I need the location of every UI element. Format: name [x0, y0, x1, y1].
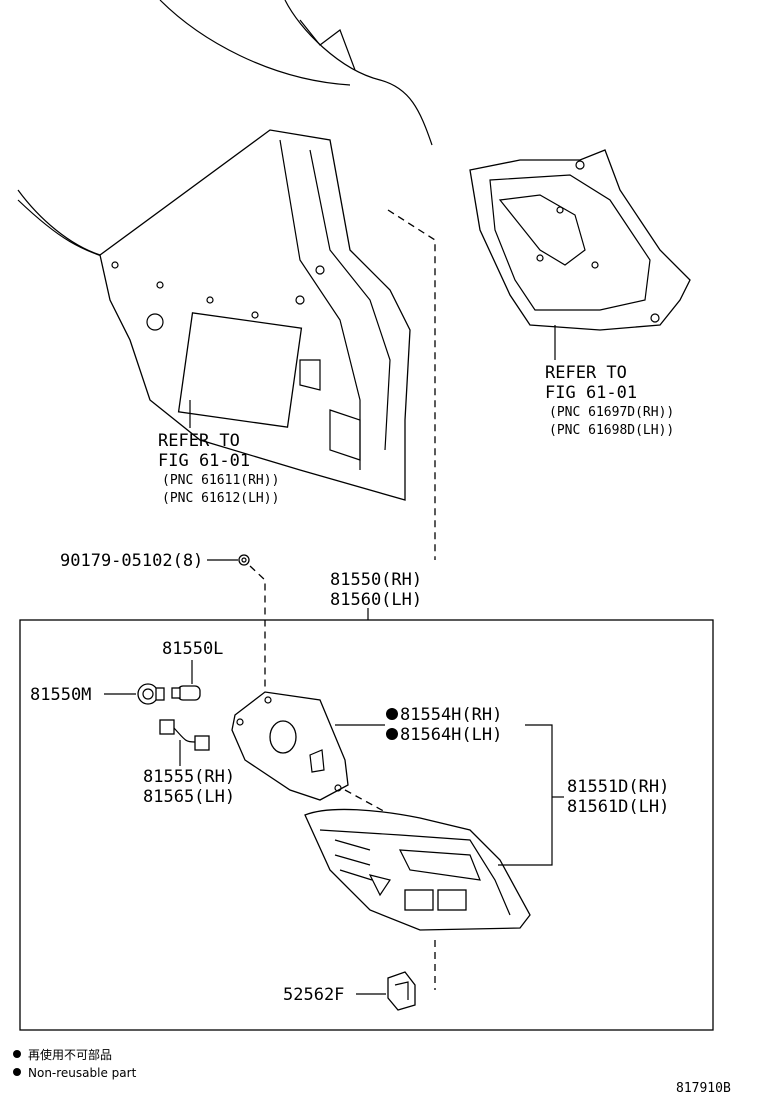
part-wire-lh-label: 81565(LH) — [143, 787, 235, 807]
ref-quarter-line4: (PNC 61612(LH)) — [162, 491, 279, 506]
part-lamp-rh-label: 81550(RH) — [330, 570, 422, 590]
nut-icon — [238, 554, 250, 566]
socket-icon — [137, 683, 165, 705]
bracket-lens — [498, 724, 553, 866]
quarter-liner — [469, 149, 691, 331]
wire-harness-icon — [159, 719, 210, 751]
ref-quarter-line3: (PNC 61611(RH)) — [162, 473, 279, 488]
non-reusable-marker-rh — [386, 708, 398, 720]
part-socket-label: 81550M — [30, 685, 91, 705]
part-gasket-lh-label: 81564H(LH) — [400, 725, 502, 745]
legend-dot-1 — [13, 1050, 21, 1058]
non-reusable-marker-lh — [386, 728, 398, 740]
figure-id: 817910B — [676, 1081, 731, 1096]
part-bulb-label: 81550L — [162, 639, 223, 659]
ref-liner-line1: REFER TO — [545, 363, 627, 383]
install-line-lamp — [387, 209, 436, 560]
part-lamp-lh-label: 81560(LH) — [330, 590, 422, 610]
part-clip-label: 52562F — [283, 985, 344, 1005]
clip-icon — [387, 971, 416, 1011]
legend-english: Non-reusable part — [28, 1066, 137, 1080]
ref-quarter-line1: REFER TO — [158, 431, 240, 451]
install-line-nut — [249, 565, 266, 690]
bulb-icon — [171, 685, 201, 701]
ref-quarter-line2: FIG 61-01 — [158, 451, 250, 471]
quarter-inner-panel — [99, 129, 411, 501]
part-lens-lh-label: 81561D(LH) — [567, 797, 669, 817]
legend-japanese: 再使用不可部品 — [28, 1047, 112, 1062]
part-gasket-rh-label: 81554H(RH) — [400, 705, 502, 725]
ref-liner-line4: (PNC 61698D(LH)) — [549, 423, 674, 438]
gasket — [231, 691, 349, 801]
part-wire-rh-label: 81555(RH) — [143, 767, 235, 787]
lamp-assembly-box — [19, 619, 714, 1031]
part-nut-label: 90179-05102(8) — [60, 551, 203, 571]
part-lens-rh-label: 81551D(RH) — [567, 777, 669, 797]
legend-dot-2 — [13, 1068, 21, 1076]
ref-liner-line2: FIG 61-01 — [545, 383, 637, 403]
ref-liner-line3: (PNC 61697D(RH)) — [549, 405, 674, 420]
tail-lamp-lens — [304, 808, 531, 931]
